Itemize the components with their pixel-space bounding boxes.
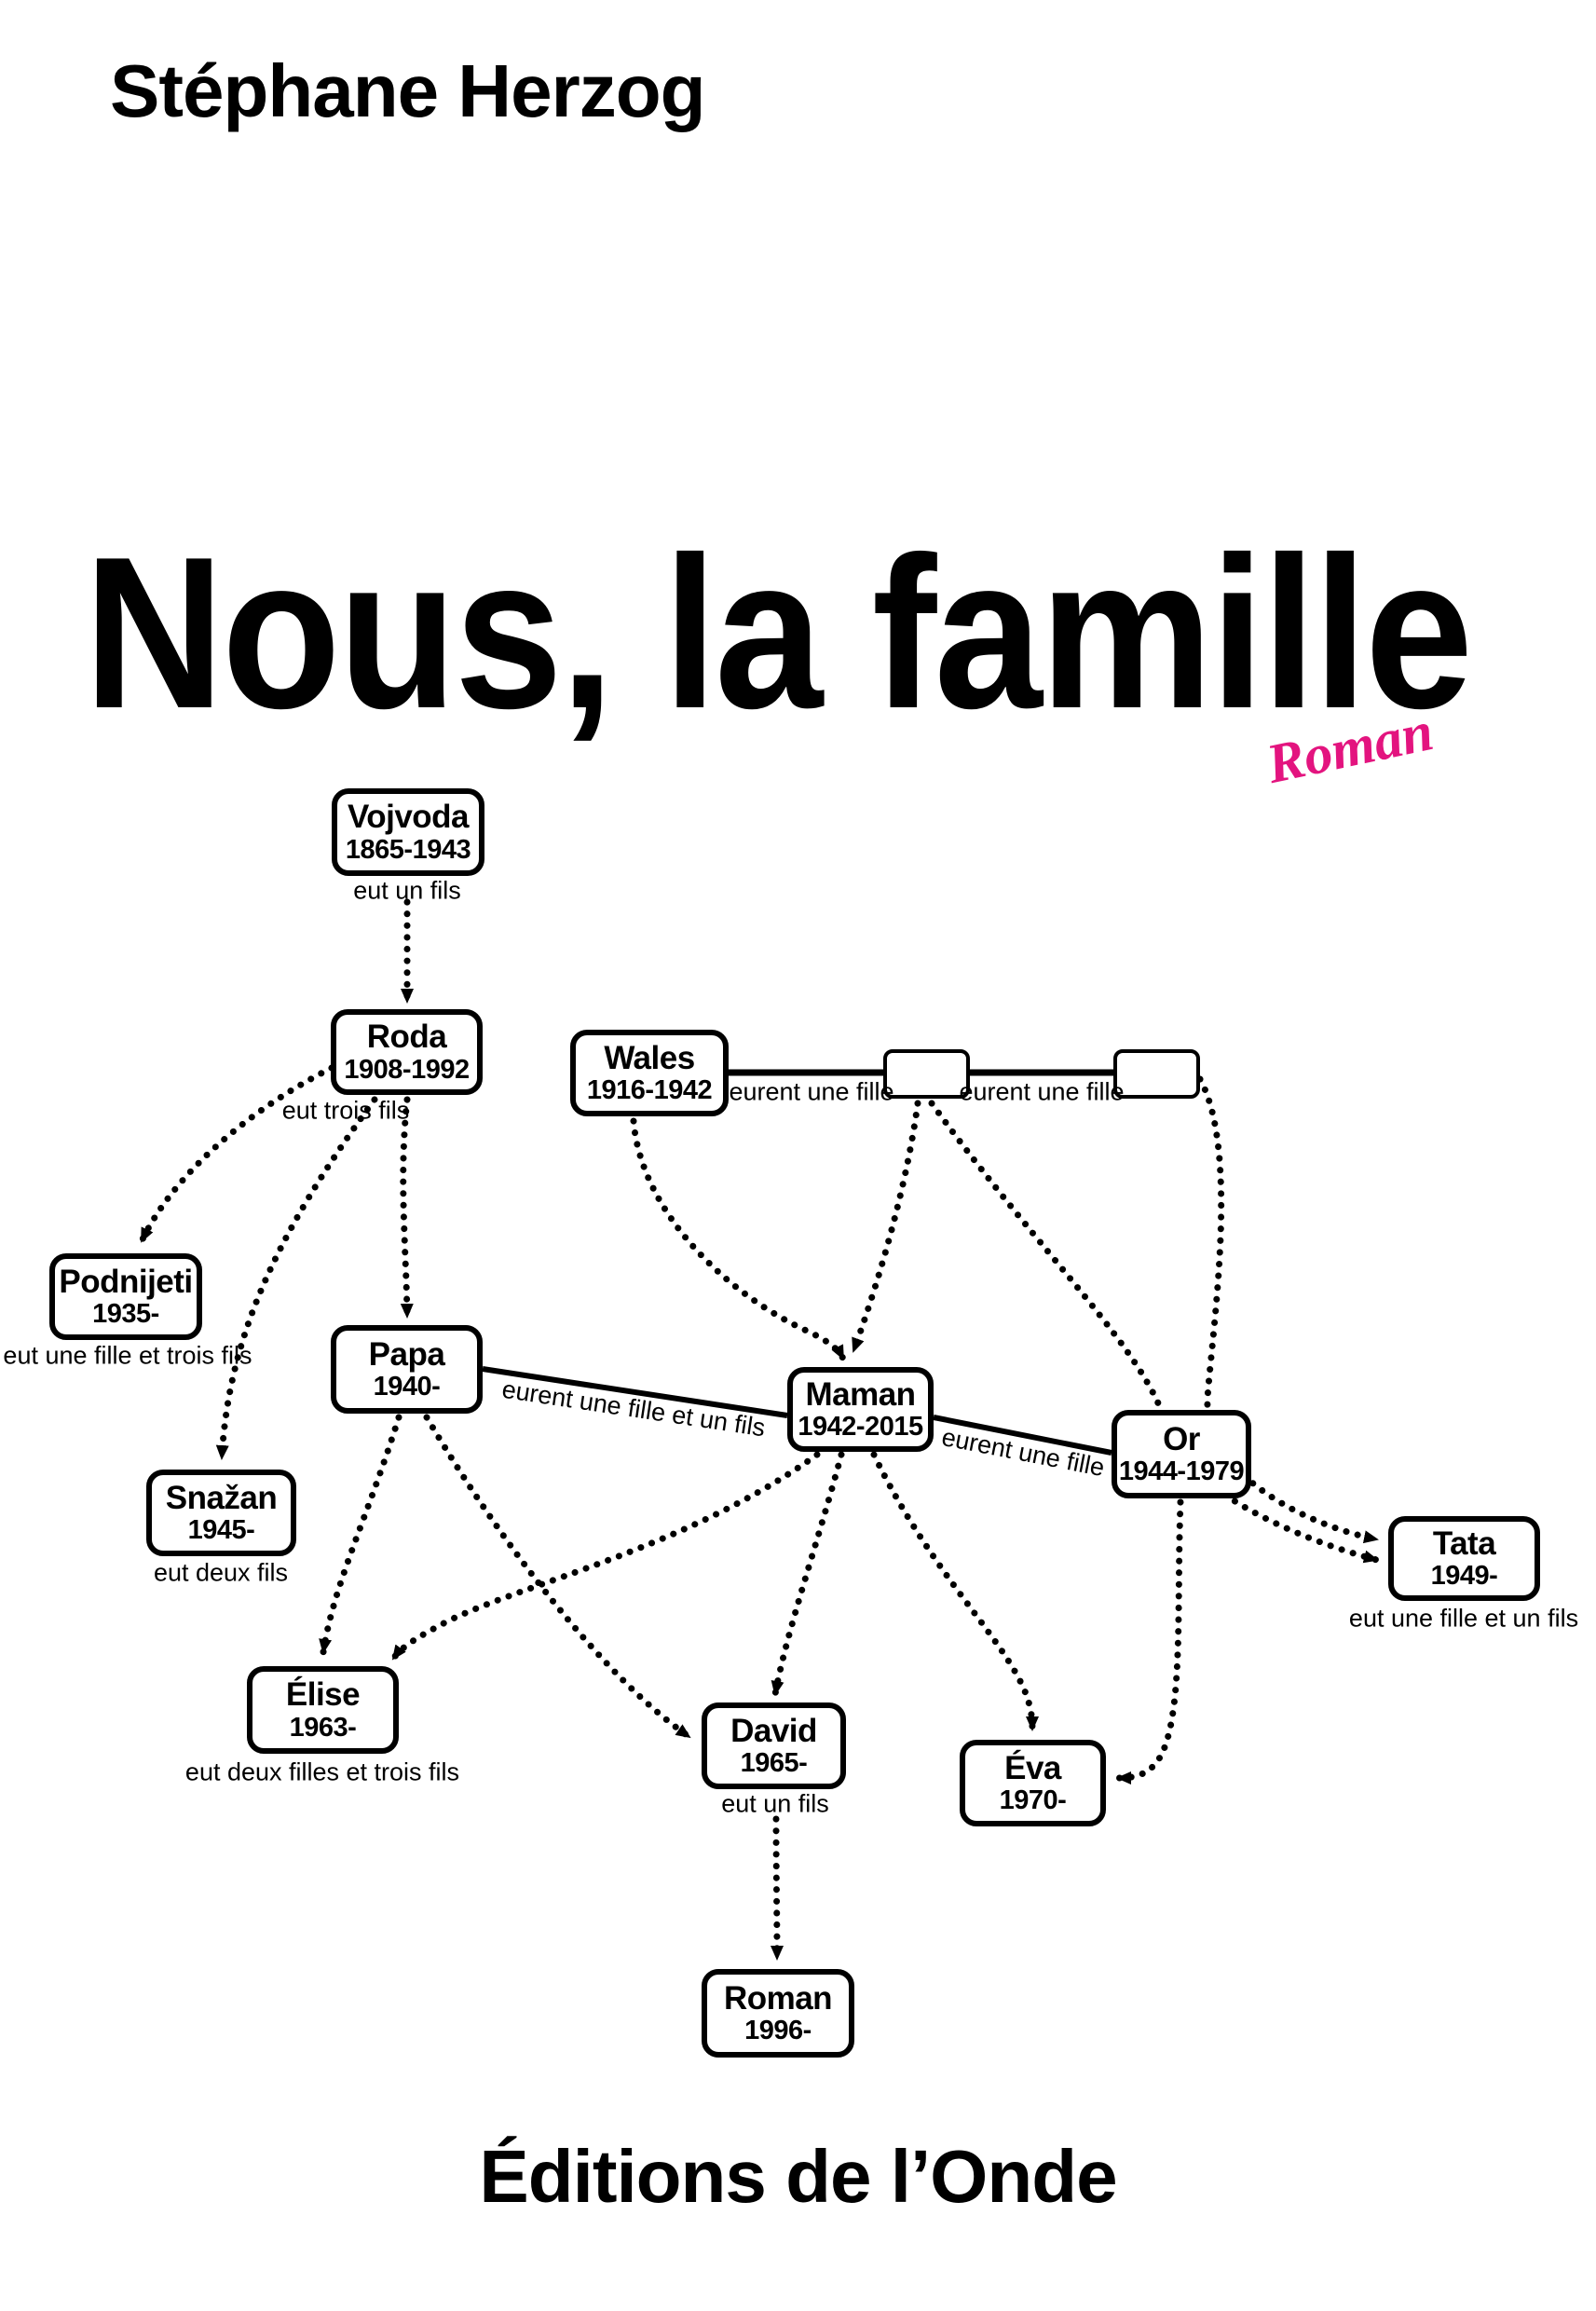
book-title: Nous, la famille xyxy=(84,513,1473,754)
person-name: Vojvoda xyxy=(347,799,470,836)
person-dates: 1965- xyxy=(740,1748,808,1779)
person-dates: 1945- xyxy=(187,1515,255,1546)
edge-maman-to-elise xyxy=(389,1451,821,1662)
person-name: Wales xyxy=(604,1039,695,1076)
person-name: Tata xyxy=(1432,1525,1496,1562)
person-name: Roda xyxy=(366,1019,447,1056)
relationship-note: eut un fils xyxy=(721,1789,829,1818)
person-dates: 1935- xyxy=(92,1299,159,1330)
edge-wales-to-maman xyxy=(630,1117,847,1362)
edge-maman-to-david xyxy=(771,1451,845,1698)
person-dates: 1940- xyxy=(373,1372,441,1402)
edge-spouse-1-to-tata xyxy=(928,1100,1381,1564)
person-name: Snažan xyxy=(165,1479,278,1516)
edge-or-to-eva xyxy=(1114,1498,1184,1785)
edge-roda-to-podnijeti xyxy=(138,1064,335,1245)
spouse-box-spouse-1 xyxy=(883,1049,970,1099)
relationship-note: eut trois fils xyxy=(281,1096,410,1125)
person-dates: 1908-1992 xyxy=(344,1054,470,1085)
person-dates: 1944-1979 xyxy=(1118,1456,1245,1487)
relationship-note: eut une fille et un fils xyxy=(1348,1604,1579,1633)
person-name: Podnijeti xyxy=(59,1263,193,1300)
person-dates: 1996- xyxy=(744,2016,812,2046)
person-name: Maman xyxy=(805,1375,916,1413)
person-name: Élise xyxy=(285,1676,361,1714)
edge-spouse-1-to-maman xyxy=(850,1100,921,1355)
edge-david-to-roman xyxy=(770,1815,784,1962)
person-dates: 1942-2015 xyxy=(798,1412,923,1443)
person-name: Papa xyxy=(368,1335,445,1373)
couple-label: eurent une fille xyxy=(729,1077,894,1106)
relationship-note: eut deux filles et trois fils xyxy=(184,1757,460,1786)
edge-papa-to-david xyxy=(423,1414,693,1741)
couple-line xyxy=(482,1366,788,1418)
spouse-box-spouse-2 xyxy=(1113,1049,1200,1099)
edge-roda-to-papa xyxy=(400,1096,414,1320)
couple-line xyxy=(933,1415,1112,1456)
publisher-name: Éditions de l’Onde xyxy=(479,2135,1117,2218)
relationship-note: eut une fille et trois fils xyxy=(3,1341,252,1370)
person-dates: 1970- xyxy=(999,1785,1067,1816)
edge-papa-to-elise xyxy=(319,1414,402,1656)
person-dates: 1949- xyxy=(1430,1561,1498,1592)
edge-maman-to-eva xyxy=(870,1451,1039,1733)
person-name: David xyxy=(730,1712,817,1749)
edge-roda-to-snazan xyxy=(215,1096,378,1462)
person-dates: 1963- xyxy=(289,1712,357,1743)
person-dates: 1865-1943 xyxy=(345,834,471,865)
relationship-note: eut un fils xyxy=(353,876,461,905)
couple-label: eurent une fille xyxy=(959,1077,1125,1106)
author-name: Stéphane Herzog xyxy=(110,49,705,132)
person-dates: 1916-1942 xyxy=(586,1075,713,1106)
person-name: Éva xyxy=(1004,1749,1061,1786)
relationship-note: eut deux fils xyxy=(153,1558,289,1587)
person-name: Or xyxy=(1163,1420,1200,1457)
person-name: Roman xyxy=(723,1979,833,2017)
